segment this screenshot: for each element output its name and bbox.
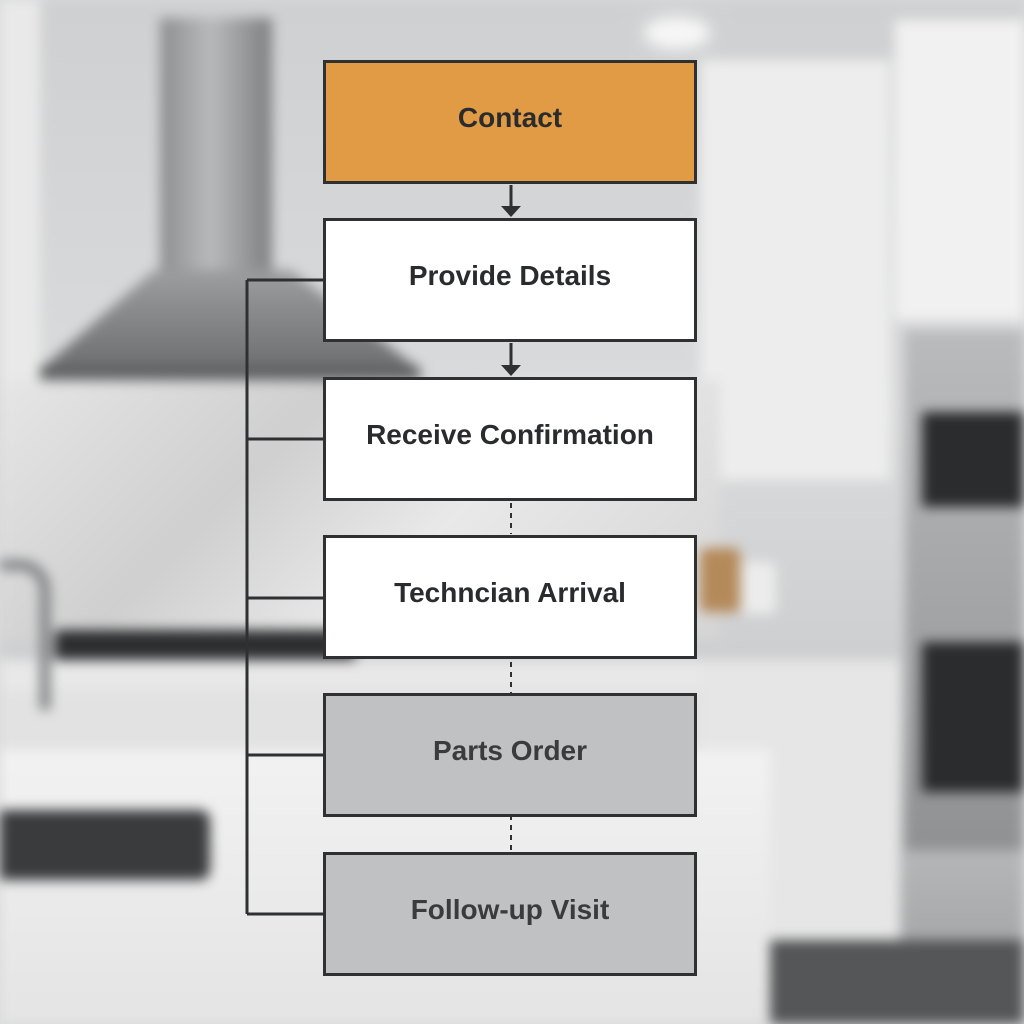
background-oven-window-upper — [922, 412, 1024, 507]
background-range-hood-rim — [40, 366, 420, 380]
background-faucet — [0, 560, 50, 710]
background-ceiling-light — [646, 20, 708, 46]
step-techncian-arrival[interactable]: Techncian Arrival — [323, 535, 697, 659]
arrow-head-receive-confirmation — [501, 365, 521, 376]
step-provide-details[interactable]: Provide Details — [323, 218, 697, 342]
step-follow-up-visit[interactable]: Follow-up Visit — [323, 852, 697, 976]
background-canister — [700, 548, 740, 612]
background-oven-window-lower — [922, 642, 1024, 792]
background-sink — [0, 810, 210, 880]
step-parts-order[interactable]: Parts Order — [323, 693, 697, 817]
background-floor — [770, 940, 1024, 1024]
background-range-hood-chimney — [160, 18, 272, 288]
step-contact[interactable]: Contact — [323, 60, 697, 184]
background-upper-cabinet-right — [895, 20, 1024, 320]
arrow-head-provide-details — [501, 206, 521, 217]
step-receive-confirmation[interactable]: Receive Confirmation — [323, 377, 697, 501]
background-countertop — [0, 660, 720, 690]
background-canister-small — [742, 562, 776, 614]
background-upper-cabinet — [700, 60, 890, 480]
